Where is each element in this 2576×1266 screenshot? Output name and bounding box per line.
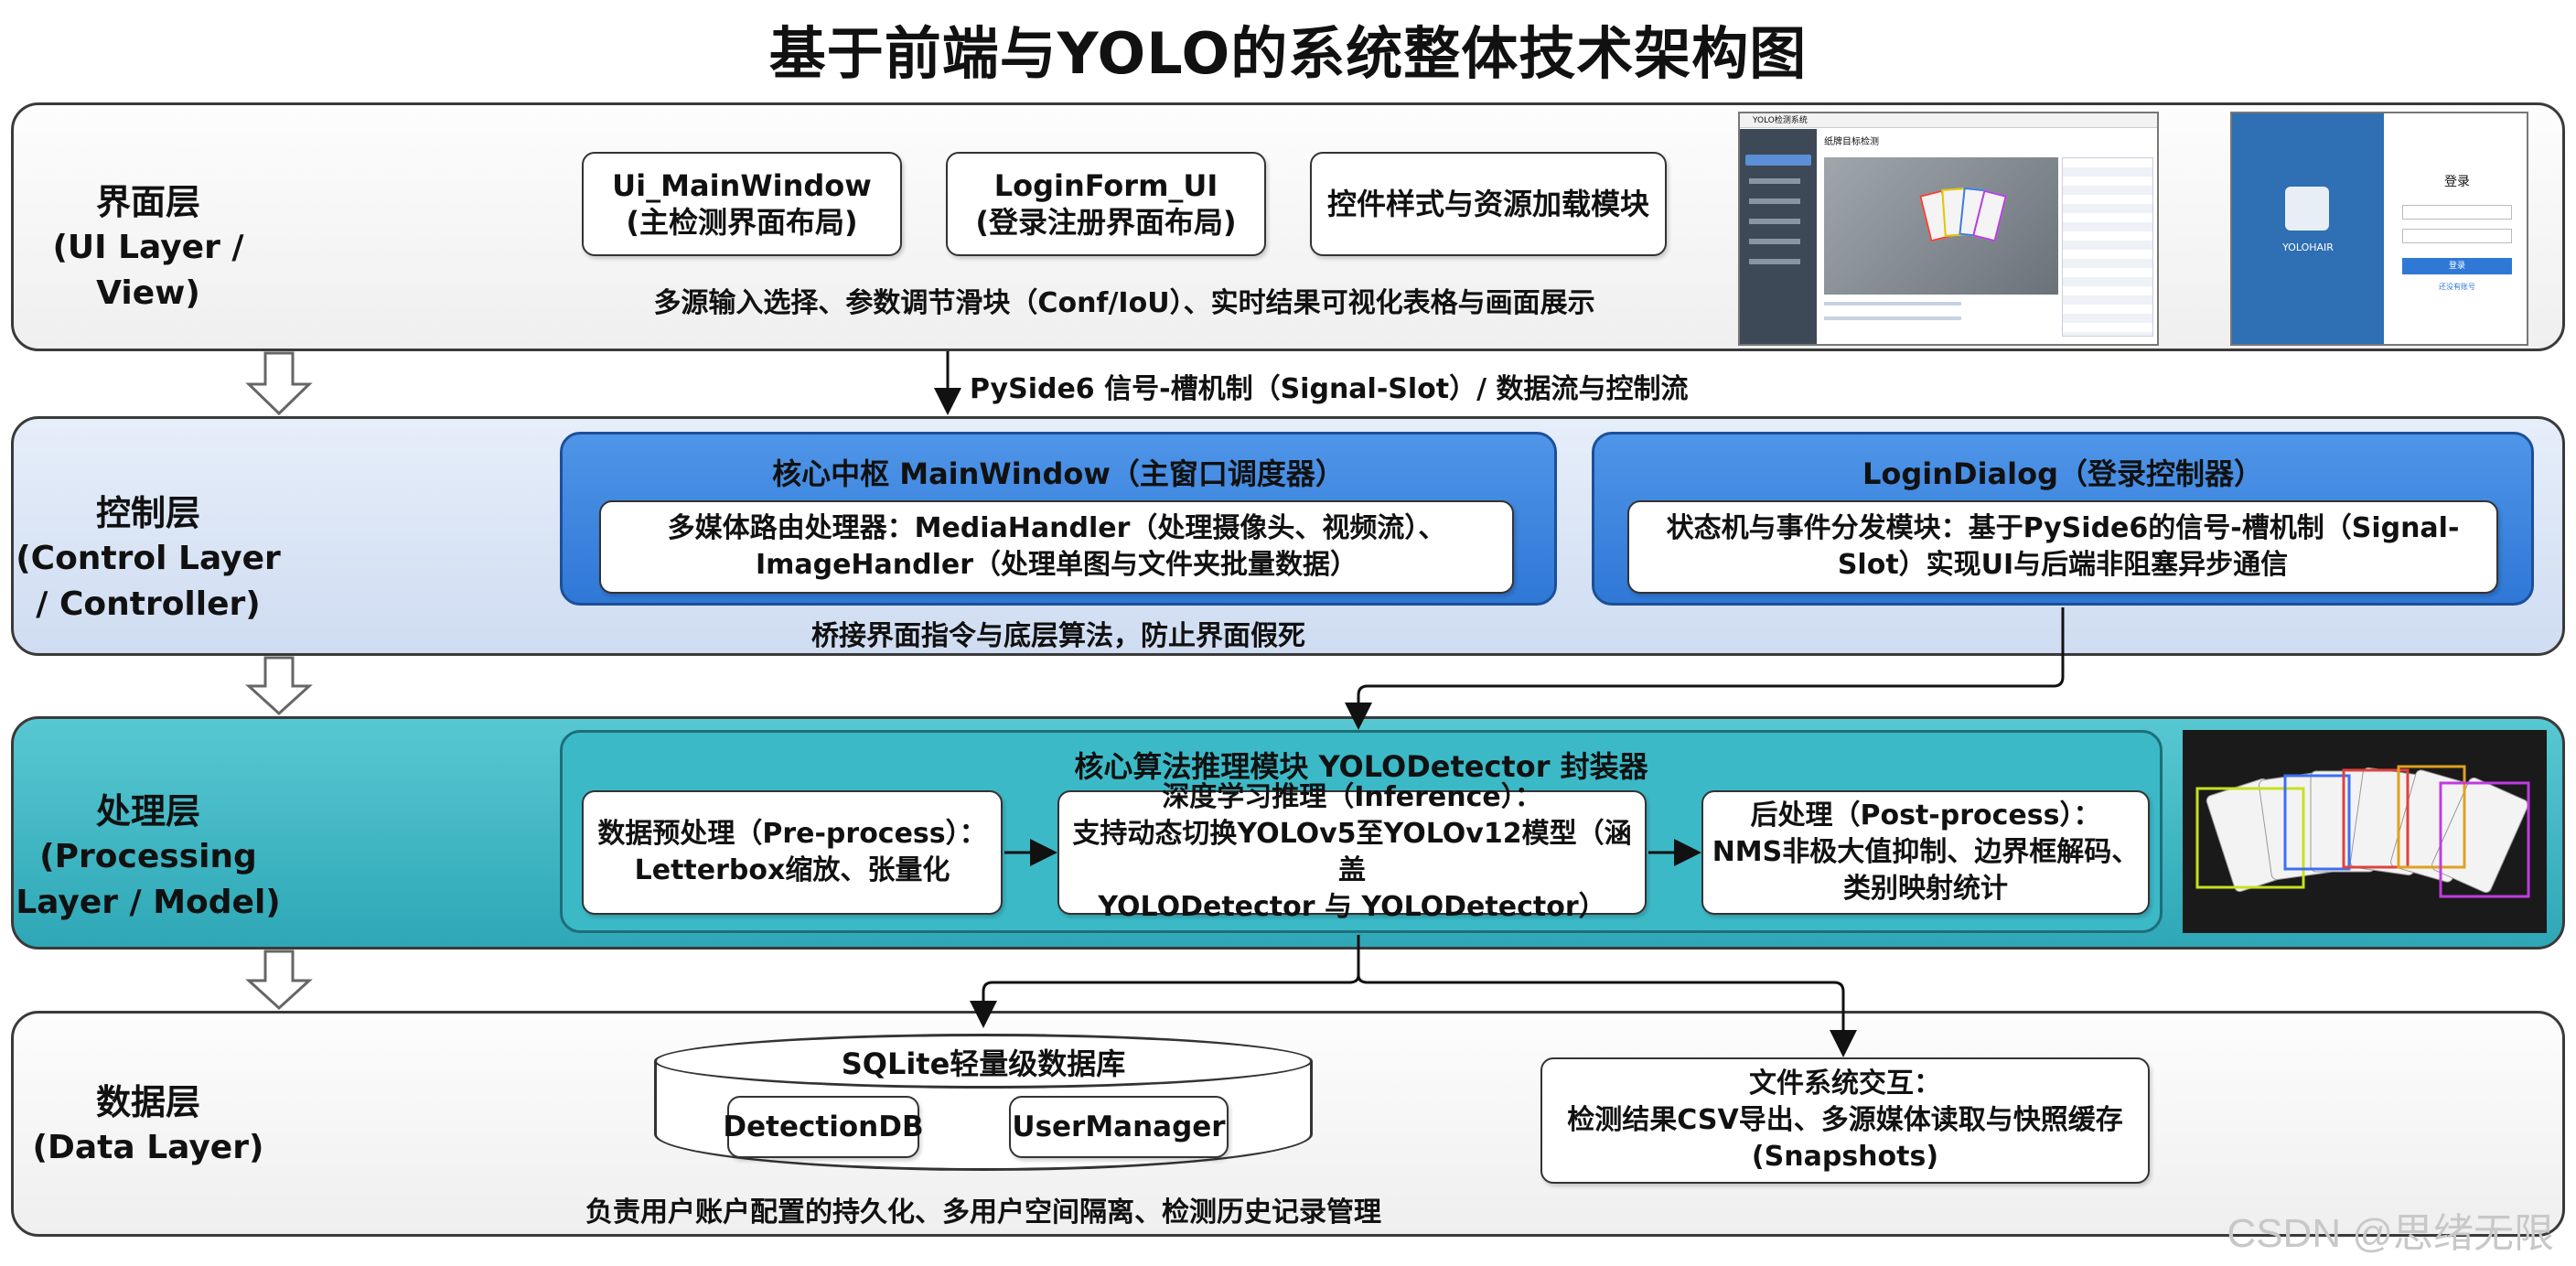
logindialog-controller-panel: LoginDialog（登录控制器） 状态机与事件分发模块：基于PySide6的… — [1592, 432, 2534, 606]
hollow-arrow-ui-to-control — [245, 351, 313, 416]
state-machine-box: 状态机与事件分发模块：基于PySide6的信号-槽机制（Signal- Slot… — [1627, 500, 2498, 594]
inference-line1: 深度学习推理（Inference）： — [1162, 781, 1542, 813]
media-handler-box: 多媒体路由处理器：MediaHandler（处理摄像头、视频流）、 ImageH… — [599, 500, 1514, 594]
postprocess-line2: NMS非极大值抑制、边界框解码、 — [1712, 836, 2140, 868]
playing-cards-detection-icon — [2195, 765, 2530, 898]
logindialog-controller-title: LoginDialog（登录控制器） — [1862, 456, 2264, 491]
sqlite-database-cylinder: SQLite轻量级数据库 DetectionDB UserManager — [654, 1034, 1313, 1175]
main-window-screenshot: YOLO检测系统 纸牌目标检测 — [1738, 112, 2159, 346]
login-brand-panel: YOLOHAIR — [2232, 113, 2384, 344]
yolodetector-title: 核心算法推理模块 YOLODetector 封装器 — [1074, 749, 1648, 784]
login-to-processing-arrow — [1345, 607, 2065, 730]
data-layer-label-en: (Data Layer) — [32, 1129, 264, 1166]
data-layer-label: 数据层 (Data Layer) — [11, 1079, 285, 1171]
login-submit-button[interactable]: 登录 — [2402, 258, 2512, 274]
control-layer-caption: 桥接界面指令与底层算法，防止界面假死 — [811, 620, 1305, 652]
file-system-line1: 文件系统交互： — [1749, 1068, 1941, 1100]
login-logo-icon — [2285, 187, 2329, 231]
usermanager-table: UserManager — [1009, 1096, 1229, 1158]
inference-box: 深度学习推理（Inference）： 支持动态切换YOLOv5至YOLOv12模… — [1057, 781, 1647, 923]
layer-flow-arrows — [245, 351, 313, 1011]
login-brand-text: YOLOHAIR — [2282, 241, 2334, 253]
ui-mainwindow-box: Ui_MainWindow (主检测界面布局) — [582, 152, 902, 256]
ui-layer-caption: 多源输入选择、参数调节滑块（Conf/IoU）、实时结果可视化表格与画面展示 — [653, 287, 1595, 319]
login-password-field[interactable] — [2402, 229, 2512, 243]
control-layer-label-en: (Control Layer / Controller) — [16, 540, 281, 623]
inference-line3: YOLODetector 与 YOLODetector） — [1098, 891, 1606, 923]
signal-slot-caption: PySide6 信号-槽机制（Signal-Slot）/ 数据流与控制流 — [970, 373, 1689, 405]
postprocess-line1: 后处理（Post-process）： — [1750, 799, 2101, 831]
detection-result-image — [2183, 730, 2547, 933]
state-machine-line1: 状态机与事件分发模块：基于PySide6的信号-槽机制（Signal- — [1666, 512, 2460, 544]
style-resource-name: 控件样式与资源加载模块 — [1326, 187, 1649, 221]
file-system-line2: 检测结果CSV导出、多源媒体读取与快照缓存 — [1567, 1104, 2123, 1136]
usermanager-label: UserManager — [1012, 1110, 1226, 1143]
state-machine-line2: Slot）实现UI与后端非阻塞异步通信 — [1837, 549, 2289, 581]
csdn-watermark: CSDN @思绪无限 — [2227, 1211, 2554, 1256]
ui-mainwindow-name: Ui_MainWindow — [612, 168, 872, 203]
processing-layer-label-en: (Processing Layer / Model) — [16, 838, 281, 921]
media-handler-line1: 多媒体路由处理器：MediaHandler（处理摄像头、视频流）、 — [667, 512, 1446, 544]
mainwindow-controller-title: 核心中枢 MainWindow（主窗口调度器） — [772, 456, 1345, 491]
data-layer-label-cn: 数据层 — [95, 1082, 200, 1122]
screenshot-video-frame — [1824, 157, 2058, 295]
data-layer-caption: 负责用户账户配置的持久化、多用户空间隔离、检测历史记录管理 — [585, 1196, 1381, 1228]
screenshot-sidebar — [1740, 129, 1817, 344]
login-username-field[interactable] — [2402, 205, 2512, 220]
processing-to-db-arrow — [970, 935, 1360, 1028]
loginform-ui-name: LoginForm_UI — [993, 168, 1218, 203]
screenshot-view-title: 纸牌目标检测 — [1824, 137, 1879, 147]
loginform-ui-box: LoginForm_UI (登录注册界面布局) — [946, 152, 1266, 256]
database-cylinder-top — [654, 1034, 1313, 1089]
detectiondb-label: DetectionDB — [723, 1110, 924, 1143]
ui-layer-label-en: (UI Layer / View) — [52, 229, 244, 312]
media-handler-line2: ImageHandler（处理单图与文件夹批量数据） — [755, 549, 1358, 581]
preprocess-box: 数据预处理（Pre-process）： Letterbox缩放、张量化 — [582, 790, 1003, 915]
mainwindow-controller-panel: 核心中枢 MainWindow（主窗口调度器） 多媒体路由处理器：MediaHa… — [560, 432, 1557, 606]
detectiondb-table: DetectionDB — [723, 1096, 924, 1158]
ui-layer-label-cn: 界面层 — [95, 182, 200, 222]
processing-layer-label: 处理层 (Processing Layer / Model) — [11, 789, 285, 926]
ui-mainwindow-desc: (主检测界面布局) — [626, 205, 858, 240]
preprocess-line1: 数据预处理（Pre-process）： — [597, 818, 987, 850]
screenshot-result-table — [2062, 157, 2153, 337]
login-window-screenshot: YOLOHAIR 登录 登录 还没有账号 — [2230, 112, 2528, 346]
preprocess-line2: Letterbox缩放、张量化 — [634, 854, 950, 886]
processing-layer-label-cn: 处理层 — [95, 791, 200, 831]
control-layer-label-cn: 控制层 — [95, 493, 200, 533]
login-register-link[interactable]: 还没有账号 — [2439, 283, 2475, 291]
hollow-arrow-control-to-processing — [245, 656, 313, 716]
ui-layer-label: 界面层 (UI Layer / View) — [11, 179, 285, 316]
postprocess-box: 后处理（Post-process）： NMS非极大值抑制、边界框解码、 类别映射… — [1701, 790, 2150, 915]
hollow-arrow-processing-to-data — [245, 950, 313, 1011]
diagram-title: 基于前端与YOLO的系统整体技术架构图 — [768, 20, 1808, 87]
file-system-line3: (Snapshots) — [1751, 1141, 1939, 1173]
sqlite-title: SQLite轻量级数据库 — [841, 1046, 1126, 1081]
processing-to-fs-arrow — [1357, 974, 1857, 1057]
control-layer-label: 控制层 (Control Layer / Controller) — [11, 490, 285, 628]
login-heading: 登录 — [2444, 175, 2470, 189]
postprocess-line3: 类别映射统计 — [1843, 873, 2008, 905]
inference-line2: 支持动态切换YOLOv5至YOLOv12模型（涵盖 — [1072, 818, 1632, 886]
screenshot-titlebar: YOLO检测系统 — [1740, 113, 2157, 128]
style-resource-box: 控件样式与资源加载模块 — [1310, 152, 1667, 256]
file-system-box: 文件系统交互： 检测结果CSV导出、多源媒体读取与快照缓存 (Snapshots… — [1540, 1057, 2150, 1184]
loginform-ui-desc: (登录注册界面布局) — [975, 205, 1237, 240]
